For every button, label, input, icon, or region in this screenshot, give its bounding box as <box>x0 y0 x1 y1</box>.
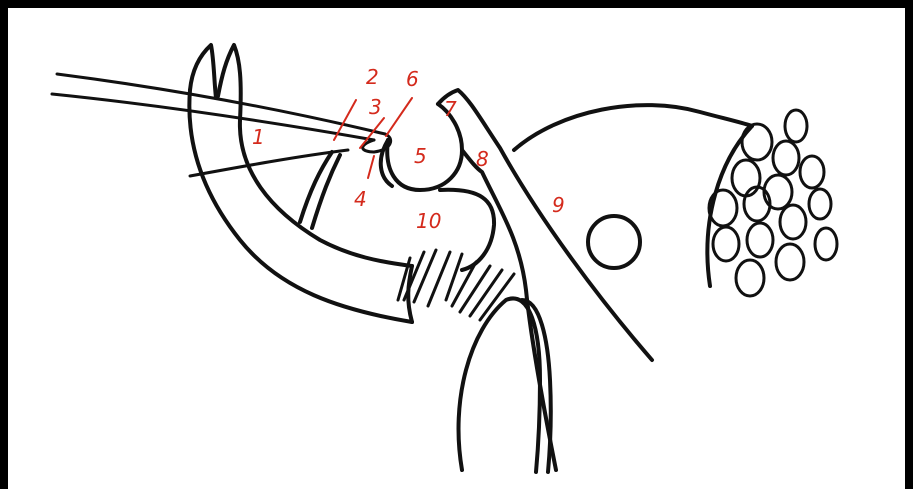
large-body <box>514 105 752 286</box>
label-1: 1 <box>252 125 265 149</box>
label-8: 8 <box>476 147 489 171</box>
inner-loop <box>300 152 494 270</box>
label-7: 7 <box>444 97 457 121</box>
label-3: 3 <box>369 95 382 119</box>
round-structure <box>588 216 640 268</box>
label-5: 5 <box>414 144 427 168</box>
egg-cluster <box>709 110 837 296</box>
label-4: 4 <box>354 187 367 211</box>
label-9: 9 <box>552 193 565 217</box>
structure-band <box>438 90 652 470</box>
lower-tube <box>459 298 551 472</box>
label-6: 6 <box>406 67 419 91</box>
label-2: 2 <box>366 65 379 89</box>
label-10: 10 <box>416 209 441 233</box>
